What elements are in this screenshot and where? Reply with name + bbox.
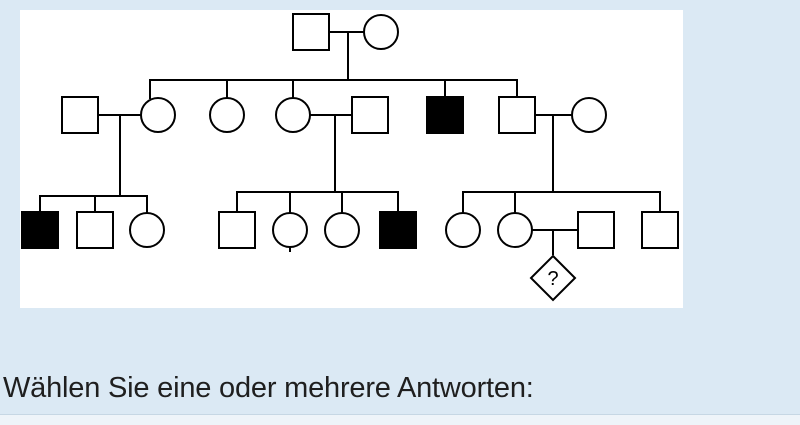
gen3-c-daughter-2 <box>497 212 533 248</box>
pedigree-symbols <box>21 13 679 302</box>
pedigree-diagram: ? <box>21 13 679 302</box>
gen3-c-daughter-1 <box>445 212 481 248</box>
gen3-a-son <box>76 211 114 249</box>
gen2-spouse-2 <box>351 96 389 134</box>
unknown-child-label: ? <box>547 268 558 290</box>
gen3-b-son <box>218 211 256 249</box>
gen3-b-son-affected <box>379 211 417 249</box>
gen3-a-daughter <box>129 212 165 248</box>
pedigree-lines <box>39 31 661 255</box>
gen2-spouse-1 <box>61 96 99 134</box>
gen2-son-2 <box>498 96 536 134</box>
gen2-son-affected <box>426 96 464 134</box>
gen1-mother <box>363 14 399 50</box>
answer-options-area <box>0 414 800 425</box>
gen3-a-son-affected <box>21 211 59 249</box>
gen2-daughter-2 <box>209 97 245 133</box>
gen3-c-spouse <box>577 211 615 249</box>
gen2-spouse-3 <box>571 97 607 133</box>
gen3-b-daughter-2 <box>324 212 360 248</box>
gen1-father <box>292 13 330 51</box>
gen3-c-son <box>641 211 679 249</box>
gen3-b-daughter-1 <box>272 212 308 248</box>
gen2-daughter-3 <box>275 97 311 133</box>
answer-prompt: Wählen Sie eine oder mehrere Antworten: <box>3 372 534 404</box>
pedigree-chart: ? <box>20 10 683 308</box>
gen4-unknown-child <box>529 254 577 302</box>
gen2-daughter-1 <box>140 97 176 133</box>
